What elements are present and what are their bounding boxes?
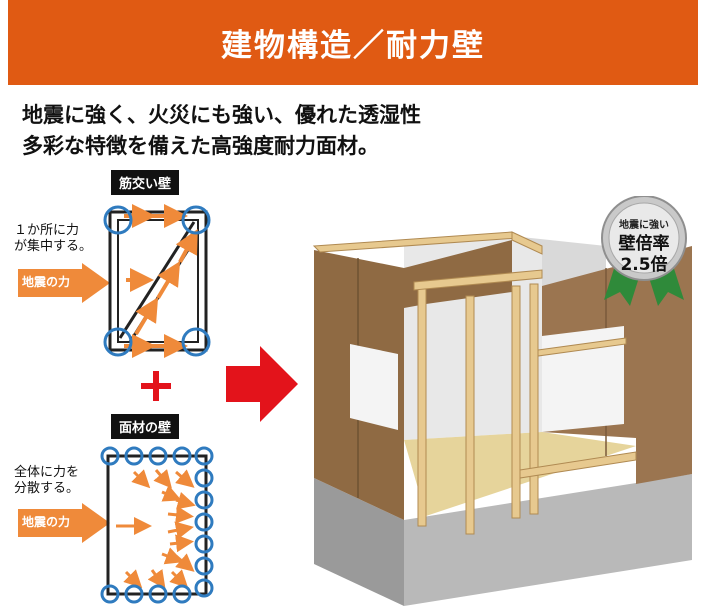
badge-bottom-text: 2.5倍 [620, 255, 668, 275]
house-structure-illustration [312, 231, 692, 606]
page-header: 建物構造／耐力壁 [8, 0, 698, 85]
foundation-front [404, 474, 692, 606]
brace-force-label: 地震の力 [22, 275, 71, 289]
brace-wall-diagram [103, 204, 211, 358]
top-plate-corner [511, 231, 543, 255]
badge-top-text: 地震に強い [619, 220, 669, 231]
panel-wall-diagram [100, 446, 214, 604]
badge-middle-text: 壁倍率 [618, 234, 670, 254]
panel-force-arrow-icon: 地震の力 [18, 503, 110, 543]
panel-force-arrows [116, 469, 196, 589]
plus-icon [141, 371, 171, 401]
badge-award-icon [601, 196, 687, 306]
panel-wall-label: 面材の壁 [111, 414, 180, 439]
tagline-line-1: 地震に強く、火災にも強い、優れた透湿性 [22, 103, 421, 127]
panel-wall-note-line-1: 全体に力を [14, 465, 80, 480]
transition-arrow-icon [226, 346, 298, 422]
panel-force-label: 地震の力 [22, 515, 71, 529]
brace-force-arrow-icon: 地震の力 [18, 263, 110, 303]
stress-point-circles [103, 205, 211, 357]
page-title: 建物構造／耐力壁 [221, 28, 485, 64]
panel-wall-note-line-2: 分散する。 [14, 481, 80, 496]
foundation-left [314, 478, 404, 606]
panel-wall-note: 全体に力を 分散する。 [14, 465, 79, 497]
panel-frame [106, 454, 208, 596]
back-wall-panel [404, 240, 512, 308]
brace-force-arrows [124, 204, 198, 358]
panel-force-arrow-shape [18, 503, 110, 543]
left-window-opening [350, 344, 398, 430]
badge-medal-inner [608, 202, 680, 274]
wood-frame-front [413, 269, 637, 535]
brace-wall-note-line-2: が集中する。 [14, 239, 93, 254]
panel-stress-circles [100, 446, 214, 604]
brace-force-arrow-shape [18, 263, 110, 303]
brace-wall-note: １か所に力 が集中する。 [14, 223, 92, 255]
brace-wall-note-line-1: １か所に力 [14, 223, 80, 238]
tagline-line-2: 多彩な特徴を備えた高強度耐力面材。 [22, 134, 379, 158]
brace-wall-label: 筋交い壁 [111, 170, 180, 195]
